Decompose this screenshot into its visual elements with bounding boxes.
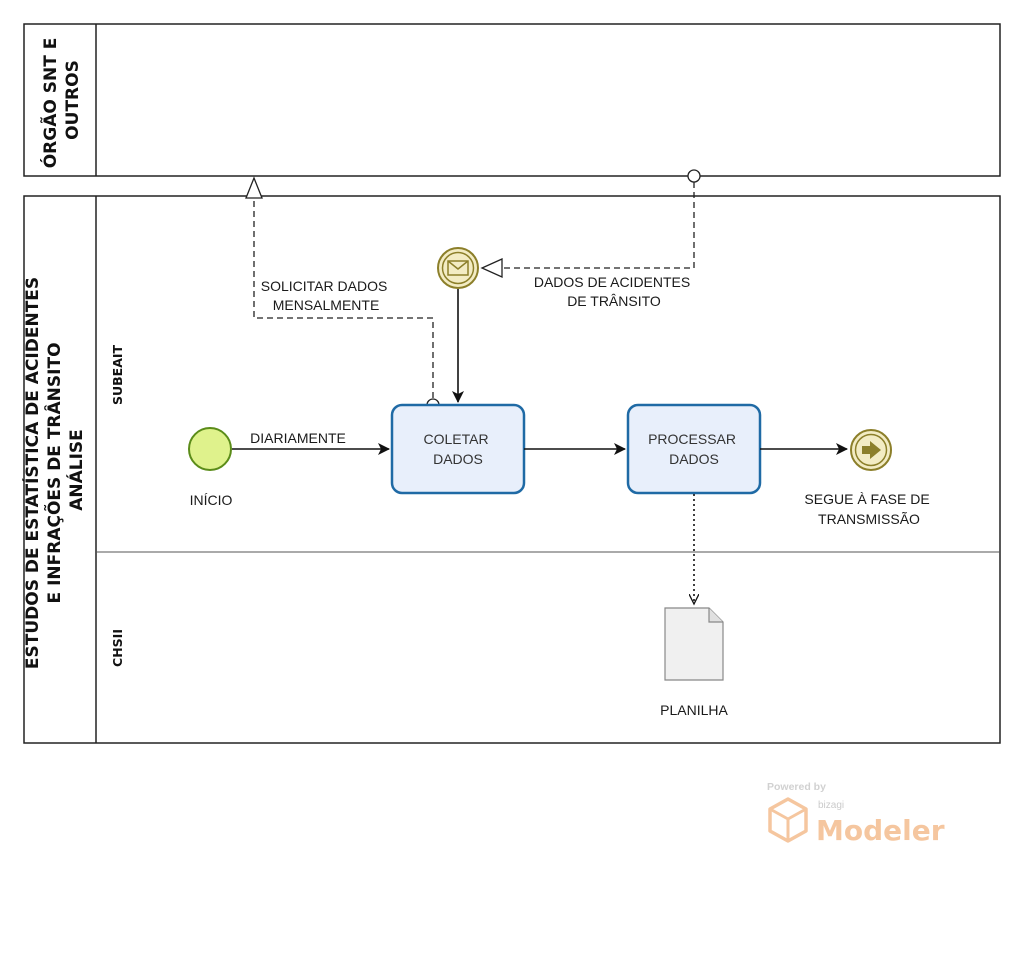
powered-by-text: Powered by	[767, 781, 826, 793]
envelope-icon	[447, 260, 469, 276]
vendor-text: bizagi	[818, 800, 844, 811]
planilha-label: PLANILHA	[660, 702, 728, 718]
dados-acidentes-label: DADOS DE ACIDENTES DE TRÂNSITO	[534, 274, 694, 309]
diariamente-label: DIARIAMENTE	[250, 430, 346, 446]
message-flow-dados-acidentes[interactable]: DADOS DE ACIDENTES DE TRÂNSITO	[480, 169, 701, 309]
bizagi-logo-icon	[768, 797, 808, 843]
end-event-label: SEGUE À FASE DE TRANSMISSÃO	[804, 491, 933, 527]
task-processar-label: PROCESSAR DADOS	[648, 431, 740, 467]
lane-subeait-label: SUBEAIT	[110, 344, 125, 405]
lane-chsii-label: CHSII	[110, 629, 125, 667]
product-text: Modeler	[816, 814, 945, 847]
bizagi-watermark: Powered by bizagi Modeler	[767, 781, 945, 847]
arrow-right-icon	[862, 441, 881, 459]
pool-organ-snt[interactable]: ÓRGÃO SNT E OUTROS	[23, 23, 1001, 177]
task-coletar-label: COLETAR DADOS	[424, 431, 493, 467]
task-coletar-dados[interactable]: COLETAR DADOS	[390, 403, 526, 495]
pool-top-title: ÓRGÃO SNT E OUTROS	[38, 32, 83, 169]
link-throw-event[interactable]	[850, 429, 892, 471]
solicitar-label: SOLICITAR DADOS MENSALMENTE	[261, 278, 391, 313]
message-catch-event[interactable]	[437, 247, 479, 289]
pool-main-title: ESTUDOS DE ESTATÍSTICA DE ACIDENTES E IN…	[21, 271, 87, 669]
task-processar-dados[interactable]: PROCESSAR DADOS	[626, 403, 762, 495]
start-event-label: INÍCIO	[190, 492, 233, 508]
data-object-planilha[interactable]	[664, 607, 724, 681]
start-event[interactable]	[188, 427, 232, 471]
